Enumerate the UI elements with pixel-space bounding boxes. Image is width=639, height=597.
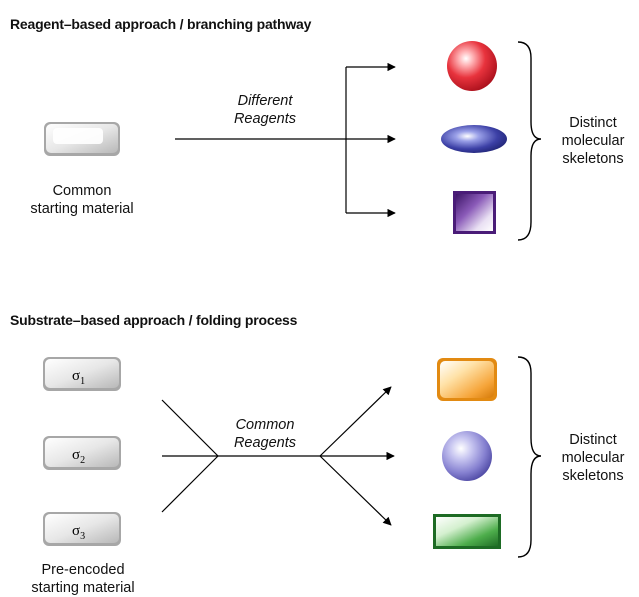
substrate-label-3: σ3 xyxy=(72,523,85,542)
pre-encoded-line2: starting material xyxy=(31,580,135,596)
result-line3: skeletons xyxy=(562,468,624,484)
common-starting-material-box xyxy=(44,122,120,156)
blue-ellipse-icon xyxy=(441,125,507,153)
substrate-box-1 xyxy=(43,357,121,391)
top-branch-lines xyxy=(345,62,396,218)
reagents-line1: Different xyxy=(237,93,293,109)
substrate-box-3 xyxy=(43,512,121,546)
start-label-line1: Common xyxy=(52,183,112,199)
top-result-label: Distinct molecular skeletons xyxy=(550,114,636,168)
result-line3: skeletons xyxy=(562,151,624,167)
pre-encoded-starting-material-label: Pre-encoded starting material xyxy=(12,561,154,597)
pre-encoded-line1: Pre-encoded xyxy=(41,562,125,578)
start-label-line2: starting material xyxy=(30,201,134,217)
bottom-brace xyxy=(517,356,542,558)
result-line1: Distinct xyxy=(569,115,617,131)
top-brace xyxy=(517,41,542,241)
bottom-result-label: Distinct molecular skeletons xyxy=(550,431,636,485)
result-line2: molecular xyxy=(561,133,625,149)
substrate-label-2: σ2 xyxy=(72,447,85,466)
purple-square-icon xyxy=(453,191,496,234)
different-reagents-label: Different Reagents xyxy=(215,92,315,128)
lavender-sphere-icon xyxy=(442,431,492,481)
common-starting-material-label: Common starting material xyxy=(22,182,142,218)
bottom-panel-title: Substrate–based approach / folding proce… xyxy=(10,312,298,328)
substrate-box-2 xyxy=(43,436,121,470)
diverging-arrows xyxy=(319,386,395,526)
green-rectangle-icon xyxy=(433,514,501,549)
common-reagents-label: Common Reagents xyxy=(215,416,315,452)
reagents-line2: Reagents xyxy=(233,435,297,451)
result-line2: molecular xyxy=(561,450,625,466)
substrate-label-1: σ1 xyxy=(72,368,85,387)
red-sphere-icon xyxy=(447,41,497,91)
top-panel-title: Reagent–based approach / branching pathw… xyxy=(10,16,312,32)
reagents-line1: Common xyxy=(235,417,295,433)
orange-rounded-square-icon xyxy=(437,358,497,401)
reagents-line2: Reagents xyxy=(233,111,297,127)
converging-lines xyxy=(161,399,320,513)
result-line1: Distinct xyxy=(569,432,617,448)
